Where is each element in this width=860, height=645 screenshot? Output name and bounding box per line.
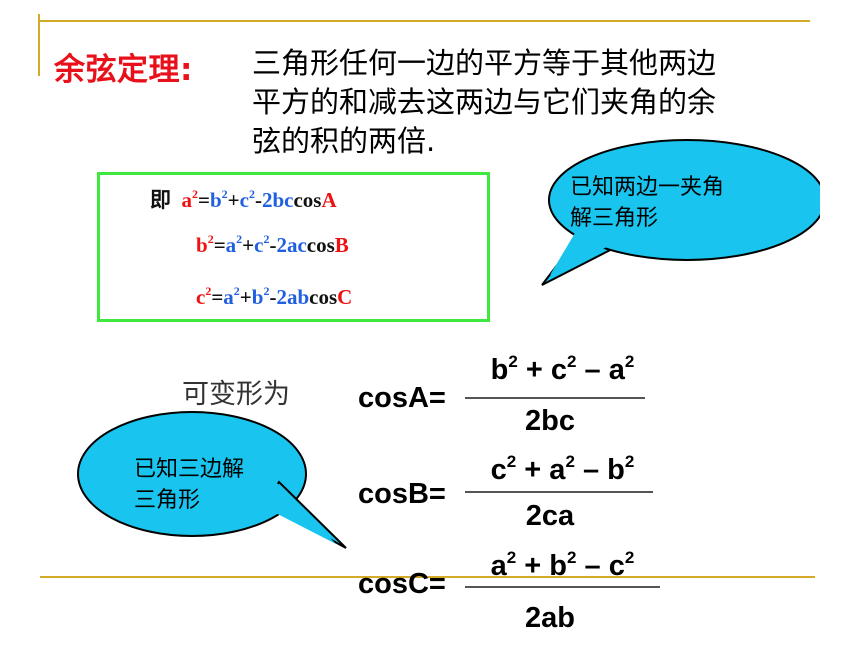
- bubble-bottom-text: 已知三边解 三角形: [134, 457, 245, 513]
- cosC-numerator: a2 + b2 – c2: [490, 548, 635, 582]
- formula-lead: 即: [150, 188, 171, 212]
- cosC-fraction-line: [465, 586, 660, 588]
- statement-line: 三角形任何一边的平方等于其他两边: [252, 46, 717, 80]
- speech-bubble-bottom: [77, 411, 347, 549]
- cosA-fraction-line: [465, 397, 645, 399]
- cosB-fraction-line: [465, 491, 653, 493]
- cosB-label: cosB=: [358, 478, 446, 510]
- statement-line: 平方的和减去这两边与它们夹角的余: [252, 85, 717, 119]
- cosA-denominator: 2bc: [525, 405, 575, 437]
- accent-vertical-line: [38, 14, 40, 76]
- theorem-statement: 三角形任何一边的平方等于其他两边 平方的和减去这两边与它们夹角的余 弦的积的两倍…: [252, 44, 812, 161]
- bubble-top-text: 已知两边一夹角 解三角形: [570, 175, 725, 231]
- transform-label: 可变形为: [182, 379, 290, 410]
- formula-box: [97, 172, 490, 322]
- cosA-numerator: b2 + c2 – a2: [490, 352, 635, 386]
- accent-top-line: [38, 20, 810, 22]
- formula-row-a: 即 a2=b2+c2-2bccosA: [150, 187, 337, 212]
- formula-row-b: b2=a2+c2-2accosB: [196, 232, 349, 257]
- speech-bubble-top: [541, 139, 820, 286]
- cosB-numerator: c2 + a2 – b2: [490, 452, 635, 486]
- statement-line: 弦的积的两倍.: [252, 124, 436, 158]
- formula-row-c: c2=a2+b2-2abcosC: [196, 284, 353, 309]
- cosC-denominator: 2ab: [525, 602, 575, 634]
- cosA-label: cosA=: [358, 382, 446, 414]
- accent-bottom-line: [40, 576, 815, 578]
- theorem-title: 余弦定理:: [54, 52, 193, 88]
- cosC-label: cosC=: [358, 568, 446, 600]
- cosB-denominator: 2ca: [525, 500, 575, 532]
